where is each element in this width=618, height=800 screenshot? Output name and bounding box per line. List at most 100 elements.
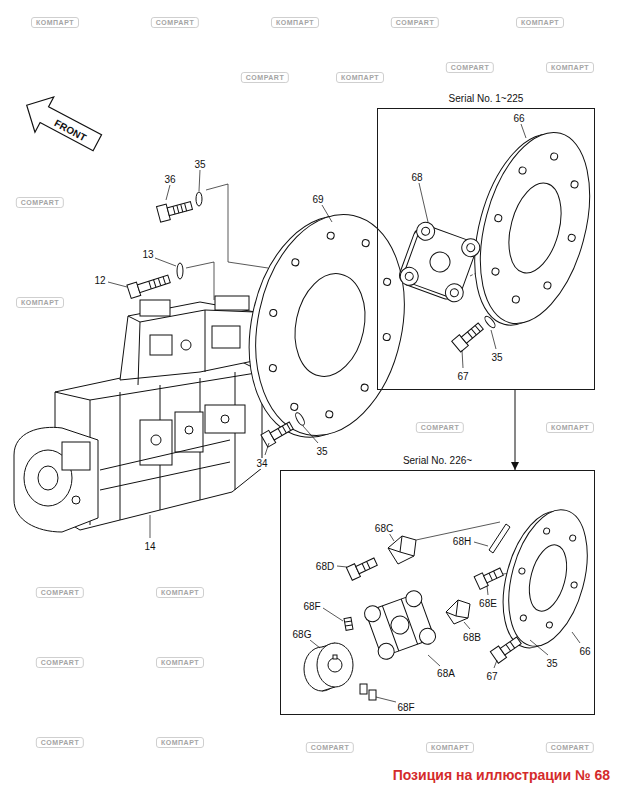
pin xyxy=(489,524,510,553)
serial-heading: Serial No. 1~225 xyxy=(446,93,527,105)
flange-plate xyxy=(360,384,368,392)
callout-number: 68A xyxy=(436,668,456,679)
callout-number: 67 xyxy=(485,671,498,682)
callout-number: 68D xyxy=(315,561,335,572)
rubber-coupling xyxy=(398,265,421,288)
main-pump xyxy=(140,420,172,465)
watermark: COMPART xyxy=(36,657,84,668)
front-arrow xyxy=(17,88,106,161)
front-direction-label: FRONT xyxy=(53,117,89,143)
set-screw xyxy=(344,617,376,700)
watermark: КОМПАРТ xyxy=(336,67,384,83)
watermark: COMPART xyxy=(241,67,289,83)
washer xyxy=(177,263,183,279)
leader-line xyxy=(491,330,496,349)
main-pump xyxy=(128,310,255,385)
callout-number: 68F xyxy=(396,698,415,714)
coupling-element xyxy=(362,603,383,624)
main-pump xyxy=(221,415,229,423)
leader-line xyxy=(462,350,463,368)
watermark: COMPART xyxy=(36,737,84,748)
callout-number: 14 xyxy=(143,541,156,552)
bolt xyxy=(500,637,521,655)
bolt xyxy=(167,202,192,216)
flange-plate xyxy=(230,199,424,452)
coupling-element xyxy=(417,626,438,647)
wedge-block xyxy=(388,536,414,556)
serial-change-arrow xyxy=(515,390,516,470)
main-pump xyxy=(140,300,170,316)
watermark: COMPART xyxy=(241,72,289,83)
callout-number: 12 xyxy=(93,271,106,287)
leader-line xyxy=(323,608,343,621)
callout-number: 35 xyxy=(315,442,328,458)
watermark: COMPART xyxy=(391,12,439,28)
set-screw xyxy=(344,617,353,630)
callout-number: 35 xyxy=(490,348,503,364)
rubber-coupling xyxy=(414,220,437,243)
watermark: КОМПАРТ xyxy=(271,17,319,28)
callout-number: 35 xyxy=(315,446,328,457)
rubber-coupling xyxy=(427,249,453,275)
set-screw xyxy=(360,684,367,694)
bolt xyxy=(467,326,480,339)
main-pump xyxy=(205,405,245,433)
watermark: COMPART xyxy=(306,742,354,753)
flange-plate xyxy=(286,267,374,383)
bolt xyxy=(484,568,504,583)
main-pump xyxy=(14,427,98,532)
leader-line xyxy=(474,542,488,546)
main-pump xyxy=(14,296,262,532)
rubber-coupling xyxy=(449,288,459,298)
callout-number: 68F xyxy=(302,597,321,613)
leader-line xyxy=(310,640,320,648)
wedge-block xyxy=(446,600,468,618)
coupling-plate xyxy=(543,281,552,290)
watermark: КОМПАРТ xyxy=(426,737,474,753)
coupling-plate xyxy=(518,166,527,175)
leader-line xyxy=(155,258,176,266)
coupling-plate xyxy=(518,567,525,574)
leader-line xyxy=(199,170,200,191)
coupling-element xyxy=(362,588,438,661)
leader-line xyxy=(108,282,127,287)
leader-line xyxy=(521,124,526,138)
coupling-plate xyxy=(461,120,608,335)
set-screw xyxy=(369,690,376,700)
rubber-coupling xyxy=(443,281,466,304)
watermark: КОМПАРТ xyxy=(271,12,319,28)
front-arrow xyxy=(17,88,106,161)
main-pump xyxy=(62,442,90,470)
callout-number: 68E xyxy=(478,598,498,609)
coupling-plate xyxy=(520,614,527,621)
leader-line xyxy=(428,655,440,666)
watermark: COMPART xyxy=(36,582,84,598)
watermark: COMPART xyxy=(36,652,84,668)
coupling-plate xyxy=(456,119,609,338)
coupling-plate xyxy=(523,541,573,615)
main-pump xyxy=(90,372,262,400)
coupling-element xyxy=(382,599,417,651)
callout-number: 36 xyxy=(163,170,176,186)
serial-range-frame: Serial No. 1~225 xyxy=(377,108,595,390)
coupling-plate xyxy=(570,180,579,189)
callout-number: 34 xyxy=(255,454,268,470)
watermark: КОМПАРТ xyxy=(31,17,79,28)
bolt xyxy=(490,635,523,664)
coupling-element xyxy=(365,593,434,657)
callout-number: 35 xyxy=(545,654,558,670)
callout-number: 66 xyxy=(512,109,525,125)
leader-line xyxy=(322,205,332,222)
callout-number: 67 xyxy=(456,371,469,382)
rubber-coupling xyxy=(459,236,482,259)
coupling-plate xyxy=(495,501,601,655)
flange-plate xyxy=(291,258,299,266)
callout-number: 35 xyxy=(490,352,503,363)
set-screw xyxy=(345,621,352,626)
watermark: КОМПАРТ xyxy=(16,292,64,308)
bolt xyxy=(157,198,194,222)
watermark: КОМПАРТ xyxy=(156,582,204,598)
callout-number: 66 xyxy=(578,646,591,657)
bolt xyxy=(127,272,171,298)
callout-number: 68D xyxy=(315,557,335,573)
